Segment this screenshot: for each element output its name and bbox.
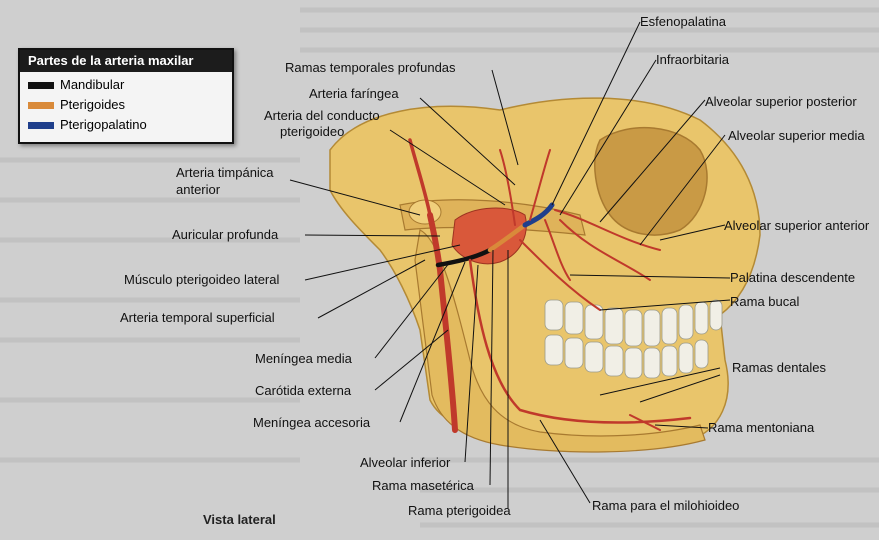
- legend-swatch: [28, 82, 54, 89]
- view-label: Vista lateral: [203, 512, 276, 527]
- label-esfenopalatina: Esfenopalatina: [640, 14, 726, 29]
- label-temporal-superficial: Arteria temporal superficial: [120, 310, 275, 325]
- label-milohioideo: Rama para el milohioideo: [592, 498, 739, 513]
- label-palatina-descendente: Palatina descendente: [730, 270, 855, 285]
- label-conducto-line2: pterigoideo: [280, 124, 344, 139]
- condyle: [409, 200, 441, 224]
- label-timpanica-line2: anterior: [176, 182, 220, 197]
- label-auricular-profunda: Auricular profunda: [172, 227, 278, 242]
- legend: Partes de la arteria maxilar Mandibular …: [18, 48, 234, 144]
- legend-label: Mandibular: [60, 77, 124, 93]
- label-alveolar-sup-media: Alveolar superior media: [728, 128, 865, 143]
- label-rama-pterigoidea: Rama pterigoidea: [408, 503, 511, 518]
- label-timpanica-line1: Arteria timpánica: [176, 165, 274, 180]
- label-carotida-externa: Carótida externa: [255, 383, 351, 398]
- label-alveolar-inferior: Alveolar inferior: [360, 455, 450, 470]
- label-ramas-dentales: Ramas dentales: [732, 360, 826, 375]
- label-meningea-accesoria: Meníngea accesoria: [253, 415, 370, 430]
- legend-label: Pterigoides: [60, 97, 125, 113]
- legend-title: Partes de la arteria maxilar: [20, 50, 232, 72]
- label-arteria-faringea: Arteria faríngea: [309, 86, 399, 101]
- legend-swatch: [28, 122, 54, 129]
- legend-swatch: [28, 102, 54, 109]
- legend-label: Pterigopalatino: [60, 117, 147, 133]
- label-rama-maseterica: Rama masetérica: [372, 478, 474, 493]
- label-alveolar-sup-posterior: Alveolar superior posterior: [705, 94, 857, 109]
- label-rama-mentoniana: Rama mentoniana: [708, 420, 814, 435]
- label-pterigoideo-lateral: Músculo pterigoideo lateral: [124, 272, 279, 287]
- label-meningea-media: Meníngea media: [255, 351, 352, 366]
- label-ramas-temporales: Ramas temporales profundas: [285, 60, 456, 75]
- label-infraorbitaria: Infraorbitaria: [656, 52, 729, 67]
- label-alveolar-sup-anterior: Alveolar superior anterior: [724, 218, 869, 233]
- label-rama-bucal: Rama bucal: [730, 294, 799, 309]
- label-conducto-line1: Arteria del conducto: [264, 108, 380, 123]
